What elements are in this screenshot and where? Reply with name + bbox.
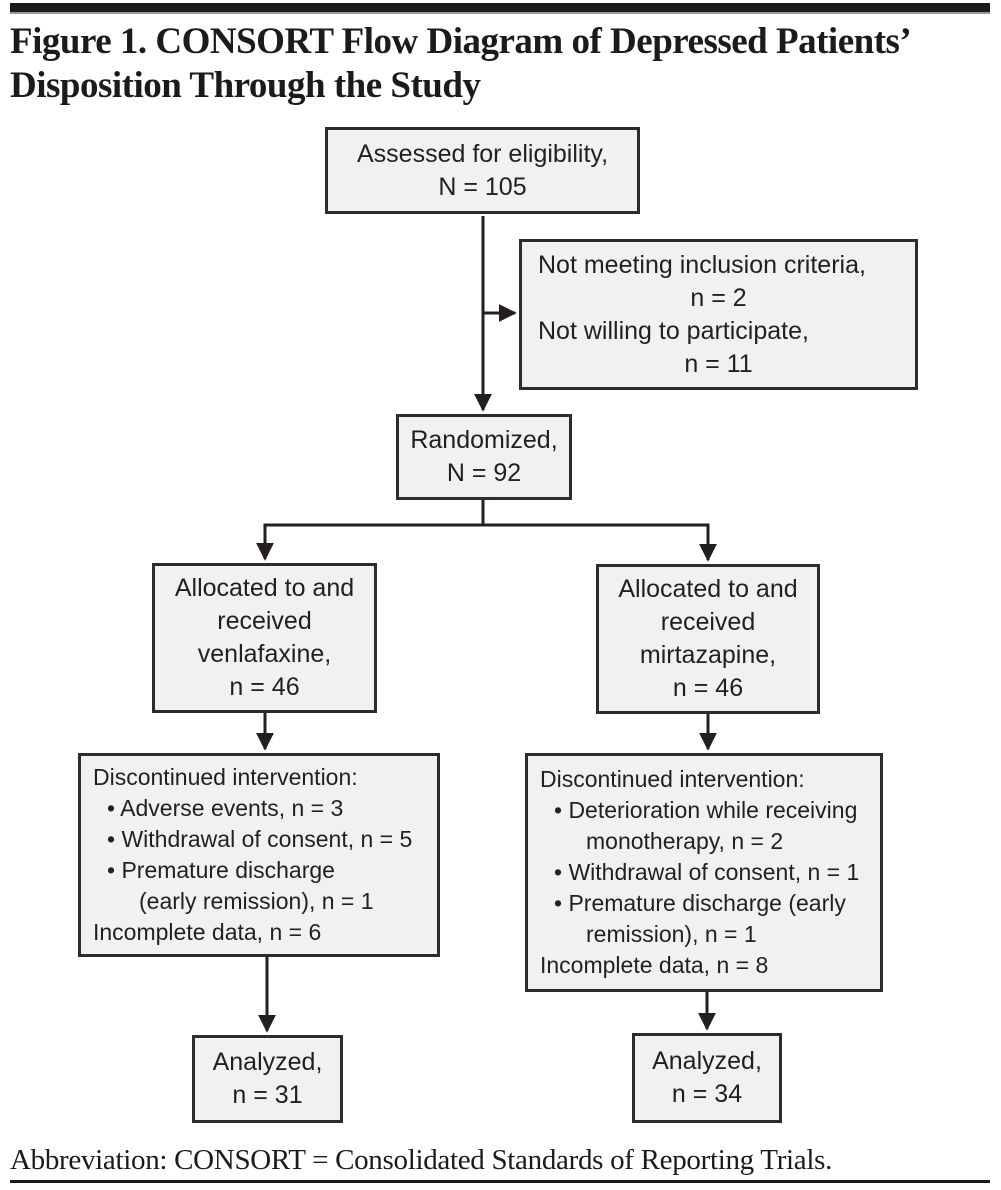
- bottom-rule: [10, 1180, 990, 1183]
- box-line: received: [660, 608, 756, 636]
- box-discontinued-mirtazapine: Discontinued intervention: • Deteriorati…: [525, 753, 883, 992]
- box-line: Discontinued intervention:: [93, 764, 358, 790]
- box-line: n = 34: [671, 1080, 743, 1108]
- box-line: Analyzed,: [212, 1048, 323, 1076]
- box-line: Randomized,: [410, 426, 558, 454]
- box-line-continuation: monotherapy, n = 2: [586, 828, 784, 854]
- box-line-bullet: • Premature discharge: [107, 857, 335, 883]
- box-analyzed-venlafaxine: Analyzed, n = 31: [192, 1035, 343, 1123]
- box-line: Allocated to and: [618, 575, 798, 603]
- box-assessed-eligibility: Assessed for eligibility, N = 105: [325, 127, 640, 214]
- box-line: n = 11: [684, 349, 753, 378]
- box-line-bullet: • Premature discharge (early: [554, 890, 846, 916]
- box-line-bullet: • Deterioration while receiving: [554, 797, 858, 823]
- box-line: venlafaxine,: [197, 640, 332, 668]
- box-line-continuation: remission), n = 1: [586, 921, 757, 947]
- box-discontinued-venlafaxine: Discontinued intervention: • Adverse eve…: [78, 753, 440, 957]
- top-rule: [10, 3, 990, 12]
- figure-title-line2: Disposition Through the Study: [10, 65, 481, 106]
- figure-title: Figure 1. CONSORT Flow Diagram of Depres…: [10, 20, 995, 108]
- box-line: Incomplete data, n = 6: [93, 919, 322, 945]
- box-randomized: Randomized, N = 92: [396, 414, 572, 500]
- box-line: Discontinued intervention:: [540, 766, 805, 792]
- box-line: n = 31: [232, 1081, 303, 1109]
- box-line: Allocated to and: [174, 574, 355, 602]
- box-line-bullet: • Withdrawal of consent, n = 1: [554, 859, 860, 885]
- box-line: N = 105: [438, 172, 527, 201]
- box-allocated-mirtazapine: Allocated to and received mirtazapine, n…: [596, 564, 820, 714]
- box-line: Analyzed,: [652, 1047, 762, 1075]
- top-rule-shadow: [10, 12, 990, 14]
- box-line: mirtazapine,: [639, 641, 777, 669]
- box-line-bullet: • Adverse events, n = 3: [107, 795, 344, 821]
- abbreviation-note: Abbreviation: CONSORT = Consolidated Sta…: [10, 1144, 833, 1176]
- box-line: n = 46: [672, 674, 744, 702]
- box-line: Incomplete data, n = 8: [540, 952, 769, 978]
- box-line: received: [217, 607, 312, 635]
- box-line: N = 92: [446, 459, 522, 487]
- box-line: Assessed for eligibility,: [356, 139, 609, 168]
- box-allocated-venlafaxine: Allocated to and received venlafaxine, n…: [152, 563, 377, 713]
- box-line: Not meeting inclusion criteria,: [538, 250, 866, 279]
- box-excluded: Not meeting inclusion criteria, n = 2 No…: [519, 239, 918, 390]
- box-line: n = 2: [690, 283, 747, 312]
- box-line-continuation: (early remission), n = 1: [139, 888, 374, 914]
- box-line: Not willing to participate,: [538, 316, 809, 345]
- figure-title-line1: Figure 1. CONSORT Flow Diagram of Depres…: [10, 21, 912, 62]
- box-line-bullet: • Withdrawal of consent, n = 5: [107, 826, 413, 852]
- box-analyzed-mirtazapine: Analyzed, n = 34: [632, 1033, 782, 1123]
- box-line: n = 46: [229, 673, 300, 701]
